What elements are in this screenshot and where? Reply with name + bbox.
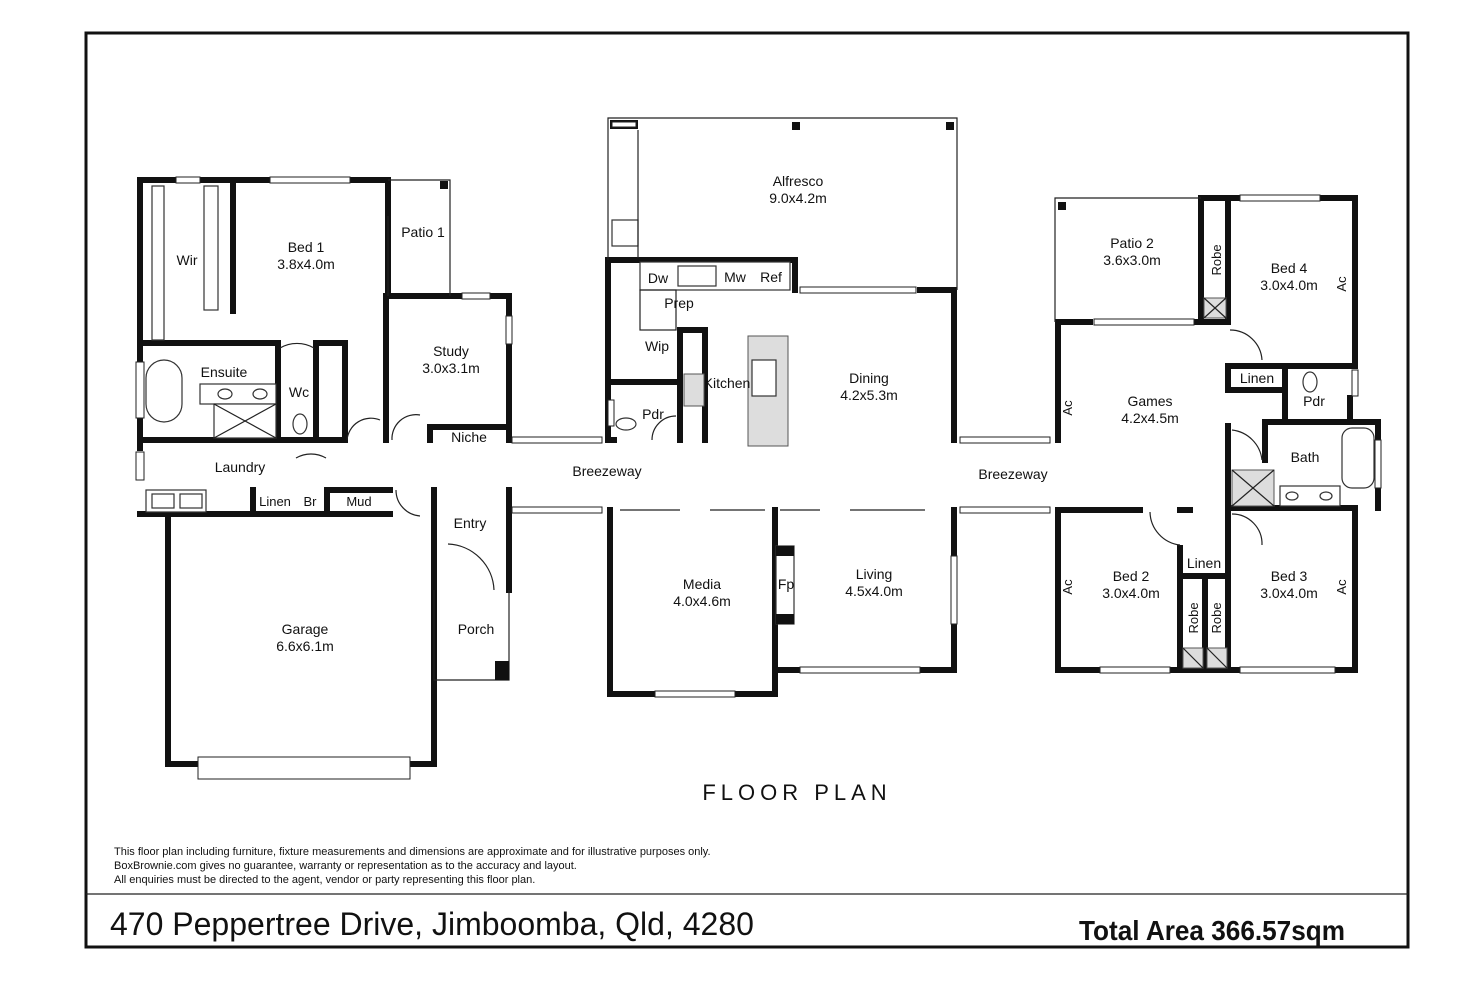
right-wing-walls: [1055, 195, 1381, 673]
alfresco-outline: [607, 117, 958, 290]
pdr1-label: Pdr: [642, 406, 664, 422]
patio1-label: Patio 1: [401, 224, 445, 240]
kitchen-label: Kitchen: [704, 375, 751, 391]
alfresco-size: 9.0x4.2m: [769, 190, 827, 206]
bed2-label: Bed 2: [1113, 568, 1150, 584]
bath-label: Bath: [1291, 449, 1320, 465]
dw-label: Dw: [648, 270, 669, 286]
living-label: Living: [856, 566, 893, 582]
games-size: 4.2x4.5m: [1121, 410, 1179, 426]
disclaimer-line-3: All enquiries must be directed to the ag…: [114, 874, 535, 886]
ac-bed2-label: Ac: [1060, 579, 1075, 595]
laundry-label: Laundry: [215, 459, 266, 475]
bed2-size: 3.0x4.0m: [1102, 585, 1160, 601]
mw-label: Mw: [724, 269, 747, 285]
living-size: 4.5x4.0m: [845, 583, 903, 599]
plan-title: FLOOR PLAN: [702, 780, 891, 805]
bath-vanity-icon: [1279, 485, 1341, 507]
linen3-label: Linen: [1187, 555, 1221, 571]
dining-label: Dining: [849, 370, 889, 386]
toilet-icon: [292, 413, 308, 435]
dining-size: 4.2x5.3m: [840, 387, 898, 403]
page-frame: [84, 31, 1410, 949]
bathtub-icon: [145, 359, 183, 423]
mud-label: Mud: [346, 494, 371, 509]
bed1-label: Bed 1: [288, 239, 325, 255]
ac-bed3-label: Ac: [1334, 579, 1349, 595]
patio2-outline: [1054, 197, 1201, 322]
bed4-label: Bed 4: [1271, 260, 1308, 276]
property-address: 470 Peppertree Drive, Jimboomba, Qld, 42…: [110, 906, 754, 942]
total-area: Total Area 366.57sqm: [1079, 915, 1345, 946]
study-label: Study: [433, 343, 469, 359]
media-label: Media: [683, 576, 721, 592]
alfresco-label: Alfresco: [773, 173, 824, 189]
disclaimer-line-2: BoxBrownie.com gives no guarantee, warra…: [114, 860, 577, 872]
study-size: 3.0x3.1m: [422, 360, 480, 376]
centre-walls: [605, 257, 957, 697]
pdr2-label: Pdr: [1303, 393, 1325, 409]
ac-games-label: Ac: [1060, 400, 1075, 416]
porch-label: Porch: [458, 621, 495, 637]
wc-label: Wc: [289, 384, 309, 400]
garage-label: Garage: [282, 621, 329, 637]
bed4-size: 3.0x4.0m: [1260, 277, 1318, 293]
linen2-label: Linen: [1240, 370, 1274, 386]
breezeway2-label: Breezeway: [978, 466, 1047, 482]
room-labels: Alfresco 9.0x4.2m Bed 1 3.8x4.0m Patio 1…: [177, 173, 1326, 654]
linen1-label: Linen: [259, 494, 291, 509]
media-size: 4.0x4.6m: [673, 593, 731, 609]
left-wing-walls: [137, 177, 512, 767]
bed3-size: 3.0x4.0m: [1260, 585, 1318, 601]
robe-bed3-label: Robe: [1209, 602, 1224, 633]
robe-bed2-label: Robe: [1186, 602, 1201, 633]
niche-label: Niche: [451, 429, 487, 445]
patio1-outline: [388, 179, 451, 296]
patio2-size: 3.6x3.0m: [1103, 252, 1161, 268]
patio2-label: Patio 2: [1110, 235, 1154, 251]
entry-label: Entry: [454, 515, 487, 531]
br-label: Br: [304, 494, 318, 509]
ac-bed4-label: Ac: [1334, 276, 1349, 292]
breezeway1-label: Breezeway: [572, 463, 641, 479]
disclaimer-line-1: This floor plan including furniture, fix…: [114, 846, 711, 858]
bed1-size: 3.8x4.0m: [277, 256, 335, 272]
bed3-label: Bed 3: [1271, 568, 1308, 584]
bath-tub-icon: [1341, 427, 1375, 489]
robe-bed4-label: Robe: [1209, 244, 1224, 275]
wip-label: Wip: [645, 338, 669, 354]
ref-label: Ref: [760, 269, 782, 285]
prep-label: Prep: [664, 295, 694, 311]
fp-label: Fp: [778, 576, 795, 592]
games-label: Games: [1127, 393, 1172, 409]
porch-outline: [433, 590, 510, 681]
garage-size: 6.6x6.1m: [276, 638, 334, 654]
ensuite-label: Ensuite: [201, 364, 248, 380]
bbq-icon: [611, 219, 639, 247]
wir-label: Wir: [177, 252, 198, 268]
cooktop-icon: [683, 373, 705, 407]
